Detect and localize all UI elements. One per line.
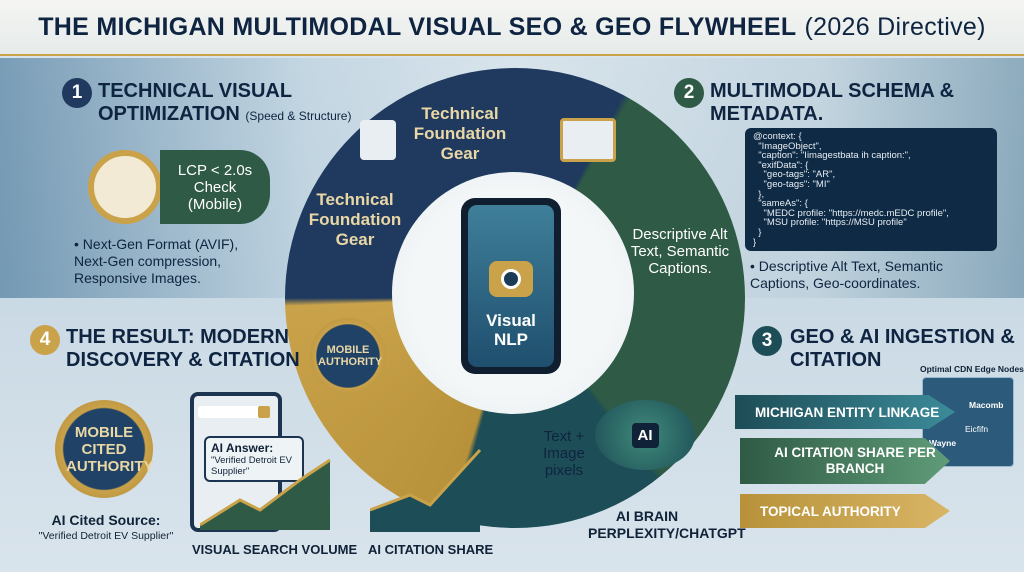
alt-text-label: Descriptive Alt Text, Semantic Captions. xyxy=(630,226,730,277)
visual-search-volume-chart xyxy=(200,458,331,530)
step-1-bullet: • Next-Gen Format (AVIF), Next-Gen compr… xyxy=(74,236,239,286)
ai-cited-source-value: "Verified Detroit EV Supplier" xyxy=(38,530,174,542)
ai-brain-icon: AI xyxy=(595,400,695,470)
mobile-cited-authority-badge: MOBILE CITED AUTHORITY xyxy=(55,400,154,498)
visual-search-volume-label: VISUAL SEARCH VOLUME xyxy=(192,542,358,557)
arrow-ai-citation-share: AI CITATION SHARE PER BRANCH xyxy=(740,438,950,484)
visual-nlp-label: Visual NLP xyxy=(486,311,536,349)
arrow-michigan-entity-linkage: MICHIGAN ENTITY LINKAGE xyxy=(735,395,955,429)
step-2-number: 2 xyxy=(674,78,704,108)
step-3-number: 3 xyxy=(752,326,782,356)
phone-icon: Visual NLP xyxy=(461,198,561,374)
step-4-heading: THE RESULT: MODERN DISCOVERY & CITATION xyxy=(66,326,300,371)
map-title: Optimal CDN Edge Nodes xyxy=(920,364,1024,374)
step-4-number: 4 xyxy=(30,325,60,355)
ai-answer-bubble: AI Answer: "Verified Detroit EV Supplier… xyxy=(204,436,304,482)
schema-code-block: @context: { "ImageObject", "caption": "I… xyxy=(745,128,997,252)
gear-label-top: Technical Foundation Gear xyxy=(413,104,507,163)
lcp-check-box: LCP < 2.0s Check (Mobile) xyxy=(160,150,270,224)
page-title: THE MICHIGAN MULTIMODAL VISUAL SEO & GEO… xyxy=(0,0,1024,56)
search-bar[interactable] xyxy=(198,406,268,418)
step-1-number: 1 xyxy=(62,78,92,108)
ai-citation-share-chart xyxy=(370,448,482,532)
step-3-heading: GEO & AI INGESTION & CITATION xyxy=(790,326,1015,371)
image-gear-icon xyxy=(360,120,396,160)
ai-cited-source-label: AI Cited Source: xyxy=(51,512,161,528)
stopwatch-icon xyxy=(88,150,162,224)
step-1-heading: TECHNICAL VISUAL OPTIMIZATION (Speed & S… xyxy=(98,80,352,125)
step-2-heading: MULTIMODAL SCHEMA & METADATA. xyxy=(710,80,955,125)
camera-icon xyxy=(489,261,533,297)
ai-citation-share-label: AI CITATION SHARE xyxy=(368,542,494,557)
input-text-label: Text + Image pixels xyxy=(543,428,585,479)
step-2-bullet: • Descriptive Alt Text, Semantic Caption… xyxy=(750,258,943,291)
mobile-authority-badge: MOBILE AUTHORITY xyxy=(310,318,386,394)
search-icon[interactable] xyxy=(258,406,270,418)
arrow-topical-authority: TOPICAL AUTHORITY xyxy=(740,494,950,528)
gear-label-left: Technical Foundation Gear xyxy=(308,190,402,249)
ai-brain-label: AI BRAIN PERPLEXITY/CHATGPT xyxy=(588,508,746,541)
image-tag-icon xyxy=(560,118,616,162)
